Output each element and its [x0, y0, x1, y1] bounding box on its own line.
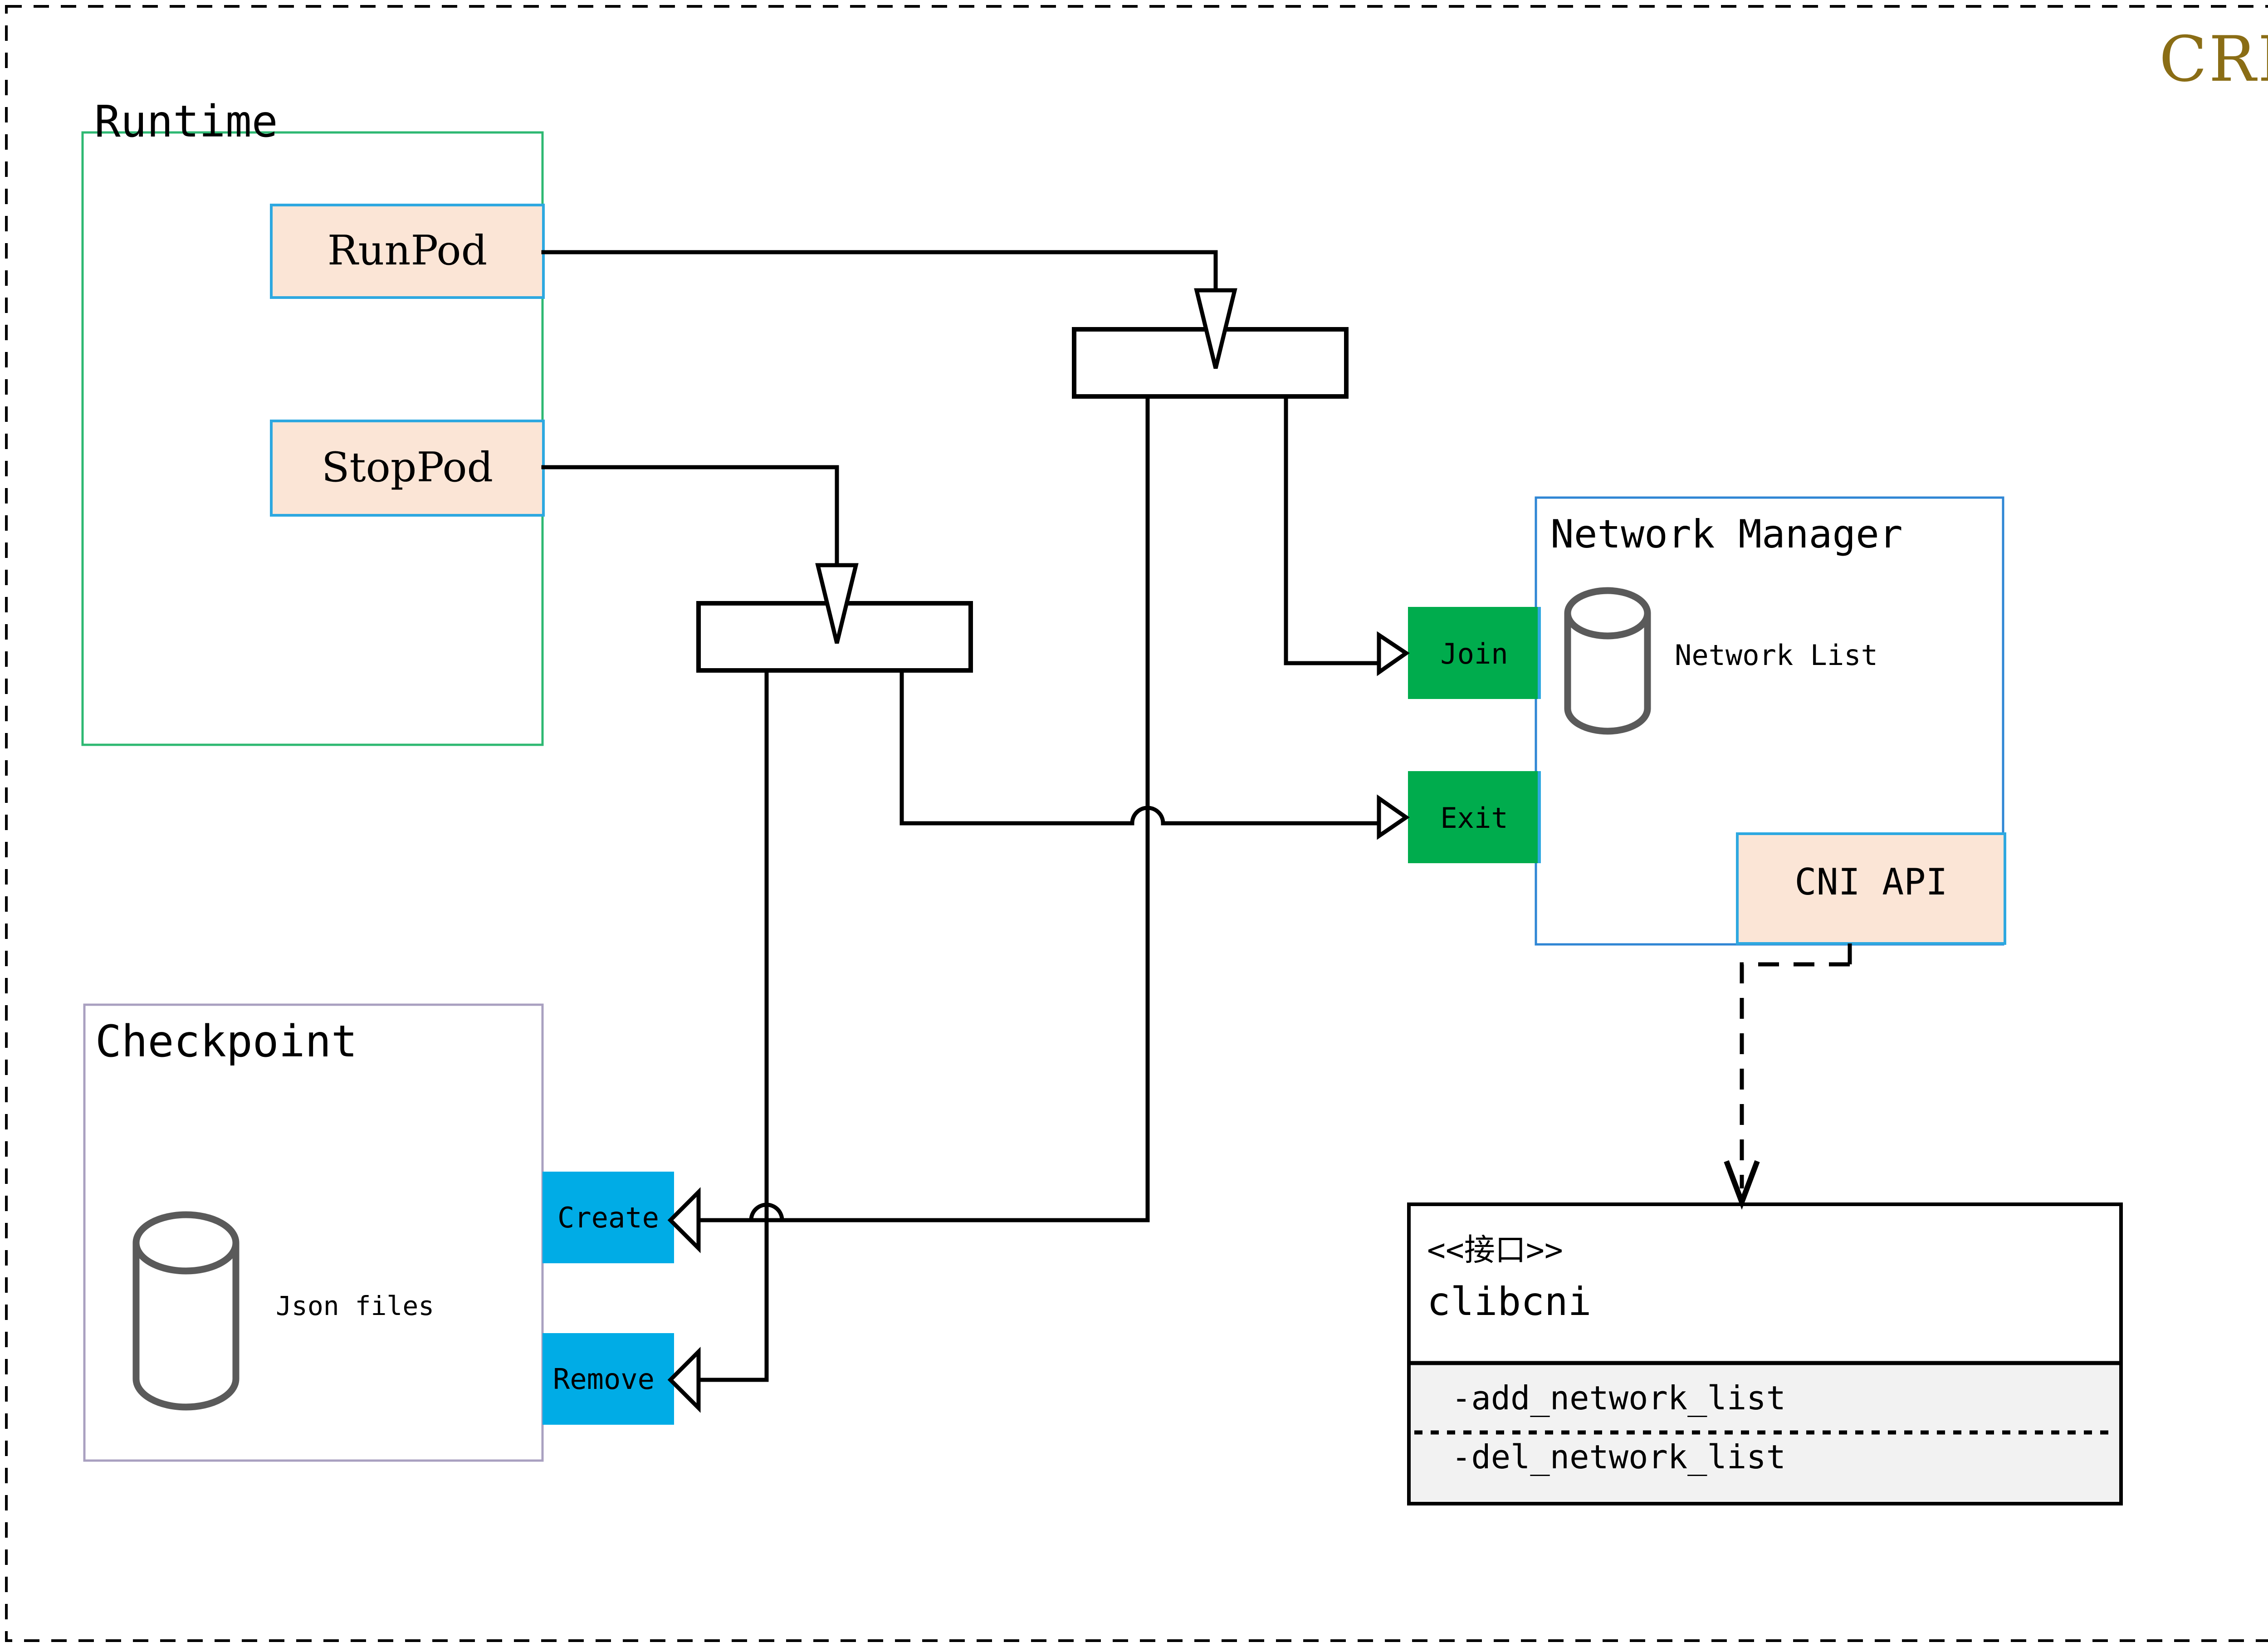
exit-label: Exit: [1440, 802, 1508, 835]
diagram-title: CRI: [2159, 23, 2268, 96]
join-port-box[interactable]: [1408, 607, 1540, 699]
stoppod-label: StopPod: [321, 444, 494, 491]
stoppod-box[interactable]: [270, 420, 545, 517]
edge-to-create: [696, 1202, 784, 1222]
network-manager-label: Network Manager: [1550, 512, 1903, 557]
join-port-edge: [1538, 607, 1541, 699]
remove-label: Remove: [553, 1363, 655, 1396]
edge-cni-api-to-clibcni: [1724, 943, 1852, 1210]
create-label: Create: [557, 1201, 659, 1234]
edge-junction-top-right-leg: [1284, 394, 1381, 665]
json-files-label: Json files: [276, 1290, 435, 1321]
arrowhead-remove: [667, 1347, 701, 1413]
connector-lines: [541, 250, 1410, 1413]
arrowhead-create: [667, 1187, 701, 1253]
clibcni-operation-del: -del_network_list: [1452, 1438, 1786, 1476]
clibcni-stereotype: <<接口>>: [1427, 1232, 1563, 1268]
json-files-cylinder-icon: [132, 1211, 240, 1411]
edge-junction-top-left-leg: [719, 394, 1150, 1222]
network-list-cylinder-icon: [1564, 587, 1651, 735]
outer-frame: [5, 5, 2268, 1642]
checkpoint-package-label: Checkpoint: [95, 1016, 357, 1067]
edge-stoppod-to-junction-bottom: [541, 465, 839, 567]
arrowhead-realization: [1724, 1160, 1760, 1210]
arrowhead-join: [1377, 631, 1410, 676]
remove-box[interactable]: [543, 1333, 674, 1425]
arrowhead-exit: [1377, 794, 1410, 840]
clibcni-name: clibcni: [1427, 1279, 1592, 1324]
cni-api-label: CNI API: [1794, 861, 1948, 903]
join-label: Join: [1440, 637, 1508, 670]
arrowhead-stoppod: [815, 563, 859, 644]
runpod-label: RunPod: [327, 227, 488, 274]
clibcni-operation-add: -add_network_list: [1452, 1379, 1786, 1417]
edge-junction-bottom-left-leg: [696, 668, 769, 1382]
checkpoint-package-box: [83, 1003, 544, 1462]
cni-api-box[interactable]: [1736, 832, 2006, 945]
edge-runpod-to-junction-top: [541, 250, 1218, 293]
network-list-label: Network List: [1675, 639, 1878, 672]
runpod-box[interactable]: [270, 204, 545, 299]
exit-port-edge: [1538, 771, 1541, 863]
edge-junction-bottom-right-leg: [899, 668, 1381, 826]
create-box[interactable]: [543, 1172, 674, 1263]
exit-port-box[interactable]: [1408, 771, 1540, 863]
runtime-package-label: Runtime: [94, 96, 278, 147]
arrowhead-runpod: [1194, 288, 1237, 369]
